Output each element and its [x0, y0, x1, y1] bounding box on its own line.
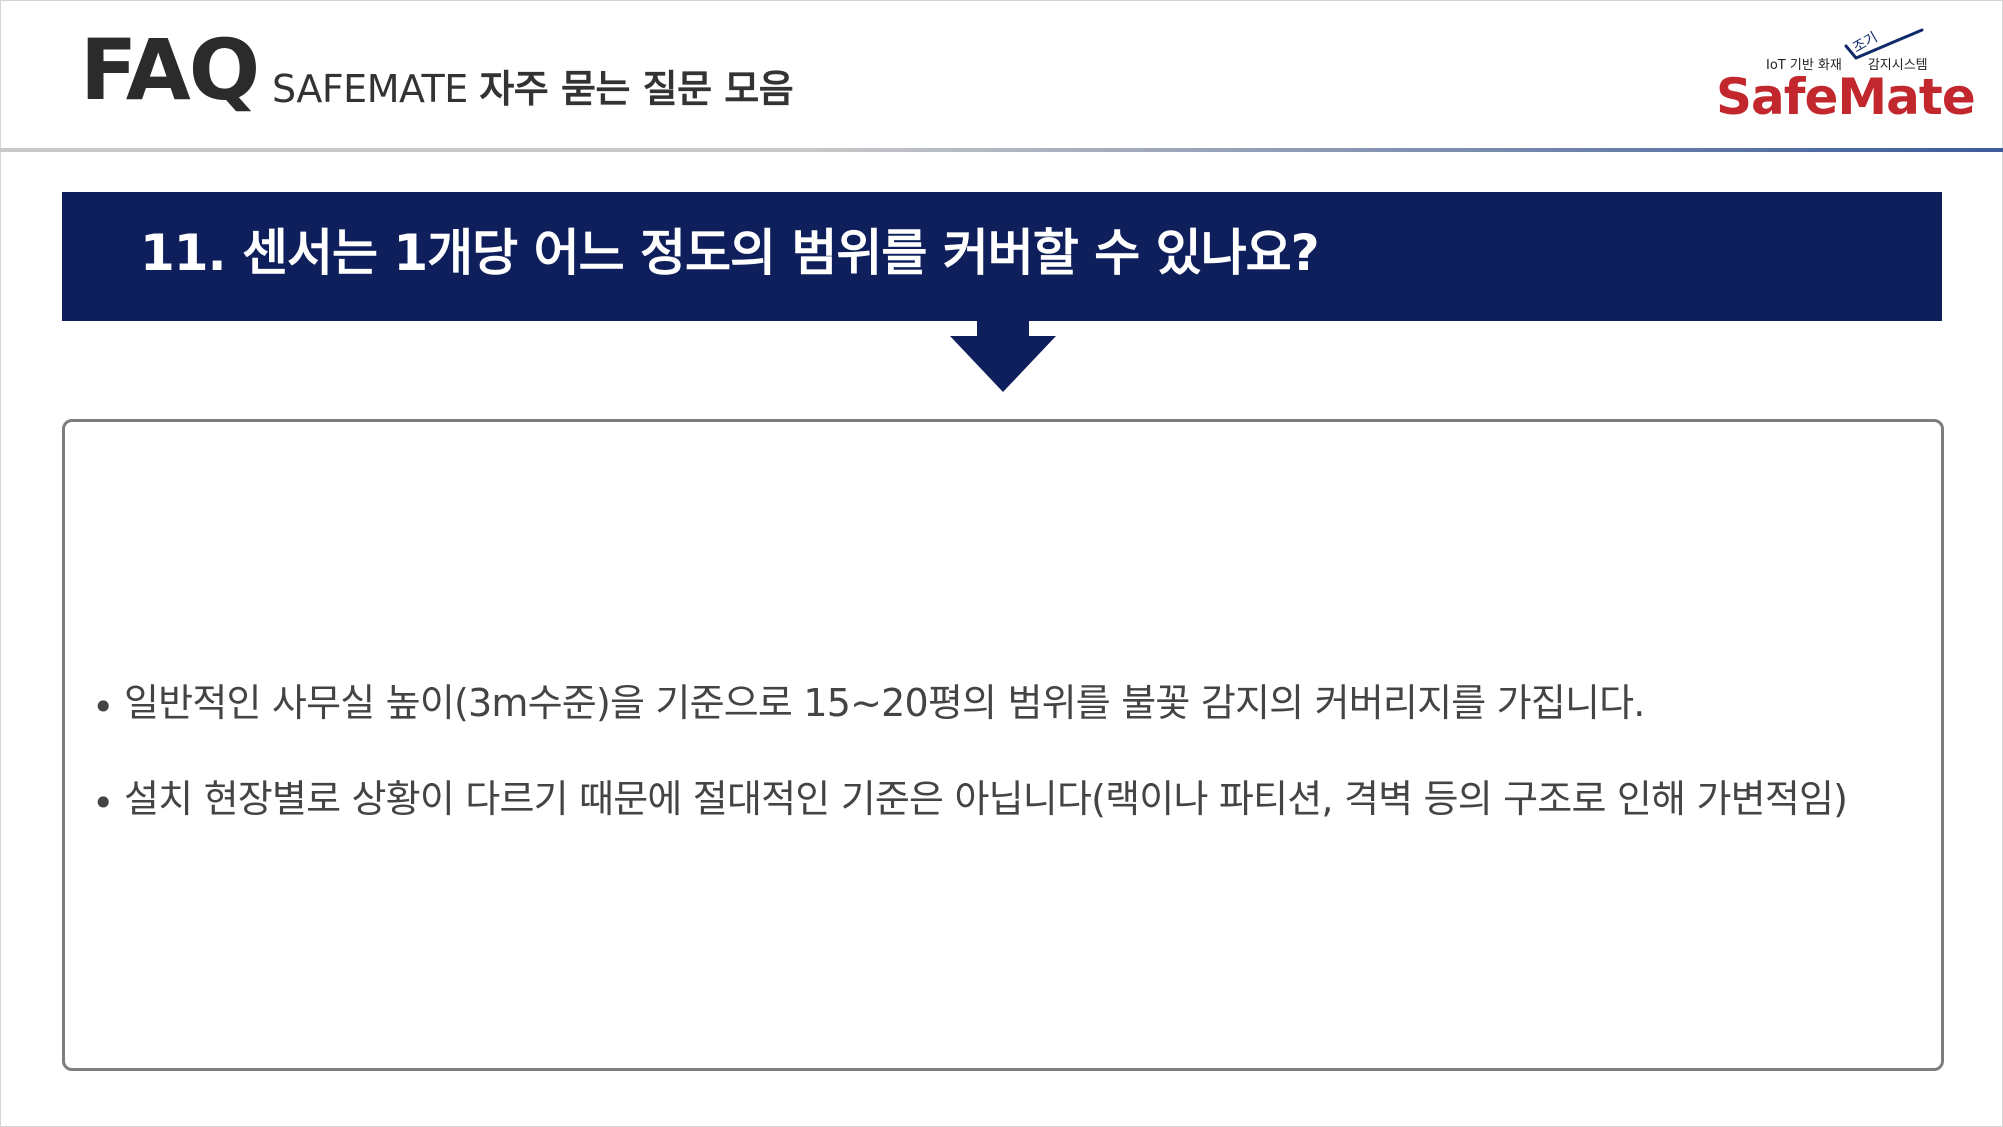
question-banner [62, 192, 1942, 321]
checkmark-icon [1844, 28, 1924, 60]
logo-tagline-right: 감지시스템 [1867, 58, 1928, 73]
logo-tagline: IoT 기반 화재 감지시스템 [1766, 54, 1928, 73]
page-title: FAQ [80, 21, 260, 119]
answer-text: 설치 현장별로 상황이 다르기 때문에 절대적인 기준은 아닙니다(랙이나 파티… [124, 777, 1848, 821]
list-item: • 일반적인 사무실 높이(3m수준)을 기준으로 15~20평의 범위를 불꽃… [92, 681, 1847, 726]
header-divider [0, 148, 2003, 152]
answer-list: • 일반적인 사무실 높이(3m수준)을 기준으로 15~20평의 범위를 불꽃… [92, 681, 1848, 876]
subtitle-text: 자주 묻는 질문 모음 [479, 67, 794, 111]
logo-tagline-left: IoT 기반 화재 [1766, 58, 1842, 73]
page-subtitle: SAFEMATE 자주 묻는 질문 모음 [272, 67, 794, 111]
bullet: • [92, 781, 114, 825]
down-arrow-icon [950, 320, 1056, 392]
list-item: • 설치 현장별로 상황이 다르기 때문에 절대적인 기준은 아닙니다(랙이나 … [92, 777, 1848, 822]
question-text: 11. 센서는 1개당 어느 정도의 범위를 커버할 수 있나요? [140, 224, 1320, 282]
logo-wordmark: SafeMate [1716, 68, 1976, 126]
answer-box [62, 419, 1944, 1071]
bullet: • [92, 685, 114, 729]
answer-text: 일반적인 사무실 높이(3m수준)을 기준으로 15~20평의 범위를 불꽃 감… [124, 681, 1645, 725]
subtitle-brand: SAFEMATE [272, 67, 468, 111]
